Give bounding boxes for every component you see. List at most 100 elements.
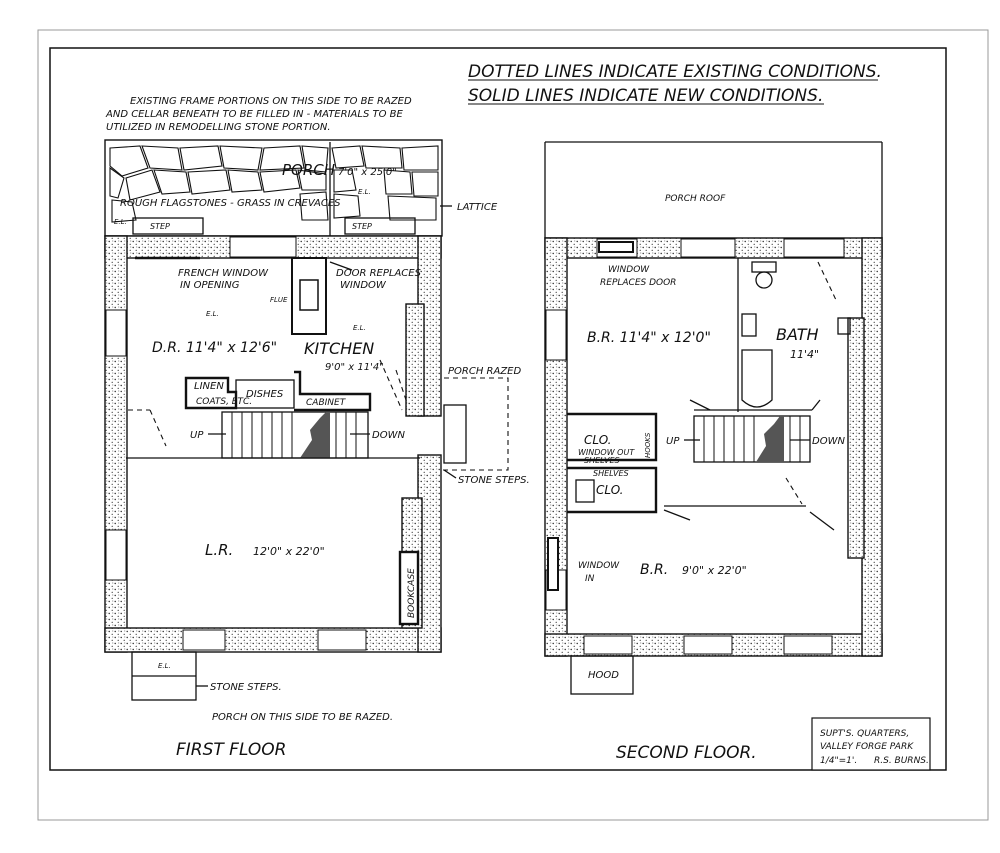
flue-box	[299, 279, 319, 311]
shelves-label-1: SHELVES	[584, 456, 620, 465]
rear-bedroom-dim: 9'0" x 22'0"	[682, 564, 747, 577]
existing-partition-1	[149, 409, 167, 447]
window-replaces-label-2: REPLACES DOOR	[600, 278, 676, 288]
hood	[570, 655, 634, 695]
hooks-label: HOOKS	[644, 432, 652, 458]
window-replaces-label-1: WINDOW	[608, 265, 650, 275]
porch-razed-outline	[442, 377, 509, 471]
stair-down-label: DOWN	[372, 430, 405, 441]
title-author: R.S. BURNS.	[874, 756, 929, 766]
window-left-1	[105, 309, 127, 357]
partition2-diag-2	[809, 511, 835, 531]
el-mark-1: E.L.	[114, 218, 127, 226]
el-mark-3: E.L.	[206, 310, 219, 318]
step-label-left: STEP	[150, 222, 170, 231]
title-line-1: SUPT'S. QUARTERS,	[820, 729, 909, 739]
bath-existing	[817, 261, 837, 301]
lattice-label: LATTICE	[457, 202, 498, 213]
window2-left-1	[545, 309, 567, 361]
bath-shelf	[837, 317, 851, 335]
stair2-hall-left	[689, 399, 711, 411]
stair2-hall-right	[811, 399, 821, 411]
bath-dim: 11'4"	[790, 348, 819, 361]
note-frame-1: EXISTING FRAME PORTIONS ON THIS SIDE TO …	[130, 96, 412, 107]
dishes-label: DISHES	[246, 389, 284, 400]
closet-1-outline	[567, 412, 658, 462]
closet-1-label: CLO.	[584, 433, 611, 447]
drawing-border	[49, 47, 947, 771]
window2-bottom-2	[683, 635, 733, 655]
front-bedroom-label: B.R. 11'4" x 12'0"	[587, 330, 711, 346]
second-floor-title: SECOND FLOOR.	[616, 743, 757, 763]
window-bottom-1	[182, 629, 226, 651]
title-block: SUPT'S. QUARTERS, VALLEY FORGE PARK 1/4"…	[811, 717, 931, 771]
dining-room-label: D.R. 11'4" x 12'6"	[152, 340, 277, 356]
hood-label: HOOD	[588, 670, 619, 681]
french-window-label-2: IN OPENING	[180, 280, 240, 291]
bookcase-label: BOOKCASE	[407, 568, 417, 618]
dishes-cabinet	[235, 379, 295, 409]
front-steps-label: STONE STEPS.	[210, 682, 282, 693]
toilet-tank	[751, 261, 777, 273]
note-solid-lines: SOLID LINES INDICATE NEW CONDITIONS.	[468, 86, 823, 106]
note-frame-2: AND CELLAR BENEATH TO BE FILLED IN - MAT…	[105, 109, 403, 120]
el-mark-4: E.L.	[353, 324, 366, 332]
first-floor-plan: PORCH 7'0" x 25'0" ROUGH FLAGSTONES - GR…	[104, 139, 530, 760]
door-replaces-label-1: DOOR REPLACES	[336, 268, 422, 279]
existing2-line	[785, 477, 803, 505]
porch-step-right	[344, 217, 416, 235]
bathtub	[741, 349, 773, 408]
door-replaces-label-2: WINDOW	[340, 280, 387, 291]
shelves-label-2: SHELVES	[593, 469, 629, 478]
flue-label: FLUE	[270, 296, 288, 304]
note-dotted-lines: DOTTED LINES INDICATE EXISTING CONDITION…	[468, 62, 882, 82]
step-label-right: STEP	[352, 222, 372, 231]
window-in	[547, 537, 559, 591]
stone-steps-label: STONE STEPS.	[458, 475, 530, 486]
stair2-down-label: DOWN	[812, 436, 845, 447]
note-frame-3: UTILIZED IN REMODELLING STONE PORTION.	[106, 122, 331, 133]
porch-dim: 7'0" x 25'0"	[338, 167, 397, 178]
window2-top-2	[680, 238, 736, 258]
bookcase	[398, 550, 420, 626]
existing-partition-4	[395, 369, 407, 401]
flagstones-label: ROUGH FLAGSTONES - GRASS IN CREVACES	[120, 198, 341, 209]
flagstones	[109, 145, 439, 223]
existing-partition-3	[379, 359, 403, 411]
window-bottom-2	[317, 629, 367, 651]
stone-steps-leader	[443, 469, 457, 479]
lavatory	[741, 313, 757, 337]
closet-2-shelf	[575, 479, 595, 503]
porch-step-left	[132, 217, 204, 235]
first-floor-stair	[221, 411, 369, 459]
first-floor-title: FIRST FLOOR	[176, 740, 286, 760]
cabinet-right	[294, 370, 372, 412]
window-in-label-1: WINDOW	[578, 561, 620, 571]
kitchen-dim: 9'0" x 11'4"	[325, 362, 384, 373]
door-replaces-leader	[329, 261, 353, 271]
wall2-right	[861, 237, 883, 657]
window2-bottom-3	[783, 635, 833, 655]
living-room-dim: 12'0" x 22'0"	[253, 545, 325, 558]
rear-bedroom-label: B.R.	[640, 562, 668, 578]
coats-label: COATS, ETC.	[196, 397, 252, 407]
porch-razed-note: PORCH ON THIS SIDE TO BE RAZED.	[212, 712, 393, 723]
living-room-label: L.R.	[205, 541, 233, 559]
kitchen-label: KITCHEN	[304, 339, 374, 358]
porch-roof-label: PORCH ROOF	[665, 194, 726, 204]
wall-left	[104, 235, 128, 653]
window2-bottom-1	[583, 635, 633, 655]
porch-label: PORCH	[282, 161, 335, 179]
window-in-label-2: IN	[585, 574, 595, 584]
wall-right-mid	[405, 303, 425, 417]
second-floor-plan: PORCH ROOF WINDOW REPLACES DOOR BATH 11'…	[544, 141, 883, 763]
partition2-diag-1	[663, 509, 691, 521]
window-top-1	[229, 236, 297, 258]
linen-label: LINEN	[194, 381, 224, 392]
bath-label: BATH	[776, 325, 819, 344]
el-mark-5: E.L.	[158, 662, 171, 670]
stair-up-label: UP	[190, 430, 204, 441]
closet-2-label: CLO.	[596, 483, 623, 497]
french-window-label-1: FRENCH WINDOW	[178, 268, 269, 279]
